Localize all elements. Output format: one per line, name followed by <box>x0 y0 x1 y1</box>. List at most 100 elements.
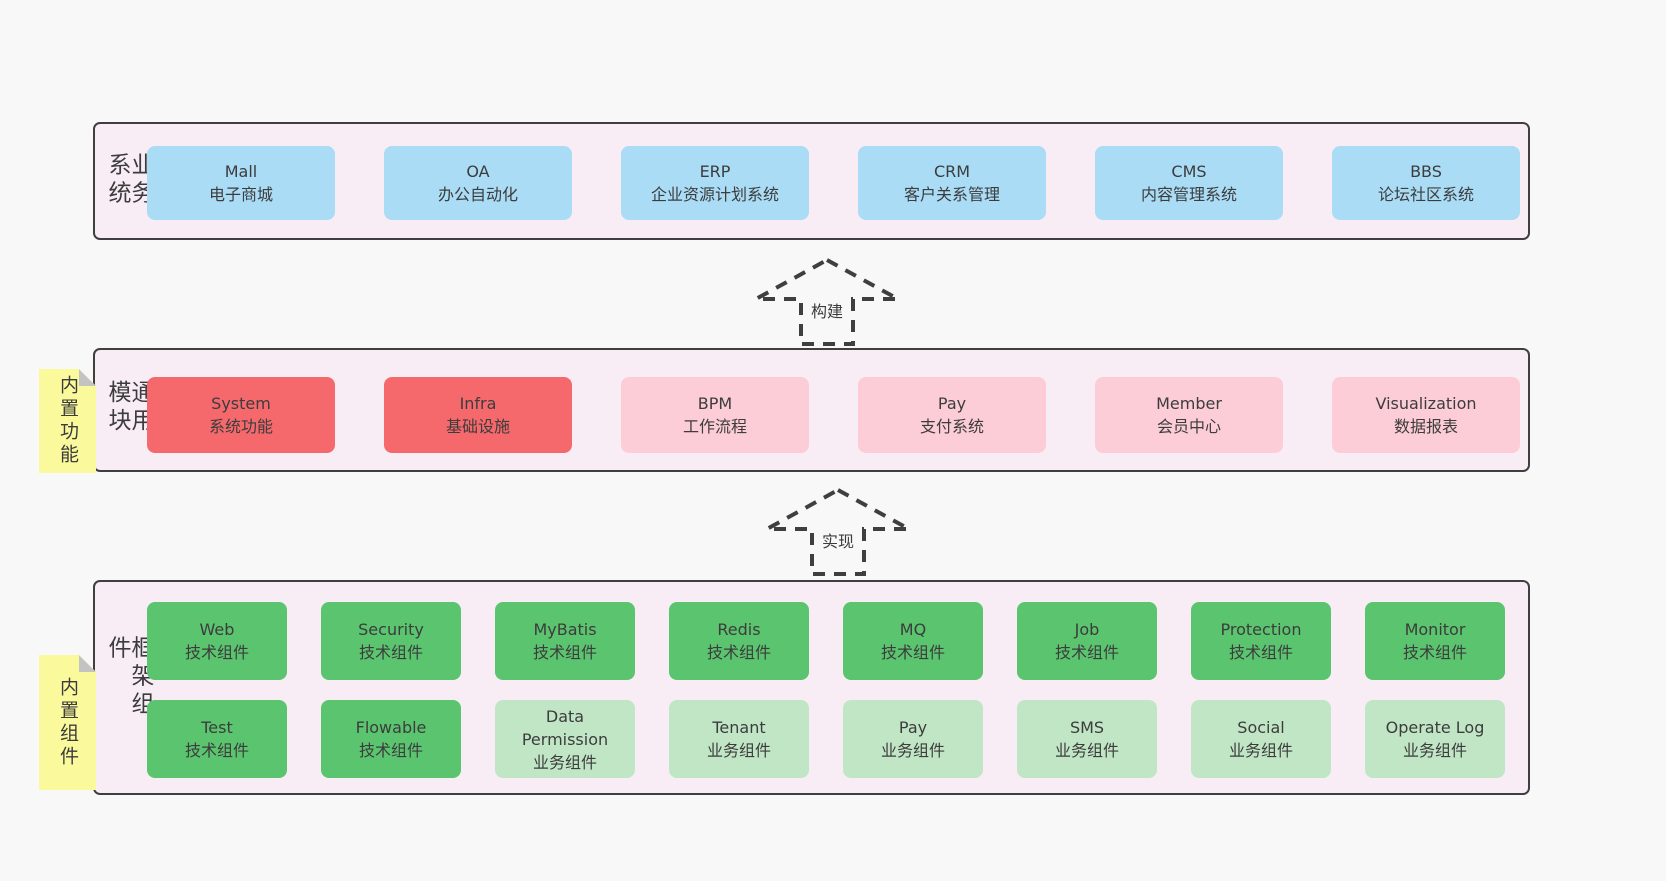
component-box: Security 技术组件 <box>321 602 461 680</box>
component-box-subtitle: 技术组件 <box>880 643 945 662</box>
module-box: Visualization 数据报表 <box>1332 377 1520 453</box>
system-box-subtitle: 办公自动化 <box>437 185 518 204</box>
module-box: BPM 工作流程 <box>621 377 809 453</box>
system-box: Mall 电子商城 <box>147 146 335 220</box>
system-box-subtitle: 企业资源计划系统 <box>650 185 779 204</box>
component-box: Operate Log 业务组件 <box>1365 700 1505 778</box>
component-box-title: Pay <box>898 718 928 737</box>
system-box-title: ERP <box>699 162 731 181</box>
component-box-subtitle: 技术组件 <box>184 741 249 760</box>
module-box-title: BPM <box>697 394 733 413</box>
common-modules-layer: 通用模块 System 系统功能 Infra 基础设施 BPM 工作流程 Pay… <box>93 348 1530 472</box>
component-box-subtitle: 技术组件 <box>358 741 423 760</box>
component-box-title: Web <box>199 620 235 639</box>
layer-label-modules: 通用模块 <box>104 380 153 436</box>
system-box-subtitle: 内容管理系统 <box>1140 185 1237 204</box>
system-box-subtitle: 电子商城 <box>208 185 273 204</box>
component-box: Test 技术组件 <box>147 700 287 778</box>
component-box-title: Tenant <box>712 718 766 737</box>
business-systems-layer: 业务系统 Mall 电子商城 OA 办公自动化 ERP 企业资源计划系统 CRM… <box>93 122 1530 240</box>
component-box-title: MQ <box>899 620 927 639</box>
component-box-title: SMS <box>1069 718 1105 737</box>
module-box: Pay 支付系统 <box>858 377 1046 453</box>
component-box-subtitle: 业务组件 <box>532 752 597 772</box>
system-box: CRM 客户关系管理 <box>858 146 1046 220</box>
built-in-components-label: 内置组件 <box>57 676 79 769</box>
module-box-title: Pay <box>937 394 967 413</box>
module-box-title: Visualization <box>1375 394 1477 413</box>
module-box: Infra 基础设施 <box>384 377 572 453</box>
component-box-title: Flowable <box>355 718 427 737</box>
framework-components-row-1: Web 技术组件 Security 技术组件 MyBatis 技术组件 Redi… <box>147 602 1505 680</box>
build-arrow-label: 构建 <box>807 298 847 322</box>
component-box: SMS 业务组件 <box>1017 700 1157 778</box>
framework-components-row-2: Test 技术组件 Flowable 技术组件 Data Permission … <box>147 700 1505 778</box>
system-box: BBS 论坛社区系统 <box>1332 146 1520 220</box>
system-box: OA 办公自动化 <box>384 146 572 220</box>
built-in-components-note: 内置组件 <box>39 655 96 790</box>
component-box: Monitor 技术组件 <box>1365 602 1505 680</box>
component-box-title: Test <box>201 718 233 737</box>
component-box: Data Permission 业务组件 <box>495 700 635 778</box>
system-box: ERP 企业资源计划系统 <box>621 146 809 220</box>
component-box-title: Redis <box>717 620 761 639</box>
component-box-subtitle: 技术组件 <box>1402 643 1467 662</box>
system-box-title: CRM <box>933 162 971 181</box>
component-box-subtitle: 业务组件 <box>880 741 945 760</box>
component-box-subtitle: 技术组件 <box>1228 643 1293 662</box>
component-box-subtitle: 技术组件 <box>358 643 423 662</box>
system-box-subtitle: 论坛社区系统 <box>1377 185 1474 204</box>
business-systems-row: Mall 电子商城 OA 办公自动化 ERP 企业资源计划系统 CRM 客户关系… <box>147 146 1520 220</box>
component-box-subtitle: 业务组件 <box>1228 741 1293 760</box>
component-box: Pay 业务组件 <box>843 700 983 778</box>
component-box-title: Social <box>1237 718 1285 737</box>
component-box: Flowable 技术组件 <box>321 700 461 778</box>
component-box-title: Operate Log <box>1385 718 1485 737</box>
component-box-subtitle: 业务组件 <box>706 741 771 760</box>
system-box-subtitle: 客户关系管理 <box>903 185 1000 204</box>
component-box-subtitle: 业务组件 <box>1402 741 1467 760</box>
common-modules-row: System 系统功能 Infra 基础设施 BPM 工作流程 Pay 支付系统… <box>147 377 1520 453</box>
component-box-title: Security <box>358 620 424 639</box>
system-box-title: OA <box>466 162 490 181</box>
component-box-subtitle: 技术组件 <box>706 643 771 662</box>
module-box-subtitle: 基础设施 <box>445 417 510 436</box>
component-box-title: Protection <box>1220 620 1302 639</box>
component-box-title: Monitor <box>1404 620 1466 639</box>
system-box-title: CMS <box>1171 162 1207 181</box>
up-arrow-icon <box>766 487 910 576</box>
built-in-functions-label: 内置功能 <box>57 375 79 467</box>
up-arrow-icon <box>755 257 899 346</box>
system-box-title: BBS <box>1410 162 1442 181</box>
component-box: Social 业务组件 <box>1191 700 1331 778</box>
component-box-subtitle: 技术组件 <box>532 643 597 662</box>
layer-label-business: 业务系统 <box>104 152 153 209</box>
built-in-functions-note: 内置功能 <box>39 369 96 473</box>
build-arrow: 构建 <box>752 256 902 348</box>
module-box-title: System <box>211 394 271 413</box>
module-box-title: Member <box>1156 394 1222 413</box>
framework-components-layer: 框架组件 Web 技术组件 Security 技术组件 MyBatis 技术组件… <box>93 580 1530 795</box>
layer-label-components: 框架组件 <box>104 634 153 719</box>
component-box: Protection 技术组件 <box>1191 602 1331 680</box>
component-box: Redis 技术组件 <box>669 602 809 680</box>
component-box-subtitle: 业务组件 <box>1054 741 1119 760</box>
component-box-subtitle: 技术组件 <box>184 643 249 662</box>
system-box-title: Mall <box>224 162 258 181</box>
module-box-title: Infra <box>459 394 497 413</box>
component-box: MyBatis 技术组件 <box>495 602 635 680</box>
module-box-subtitle: 数据报表 <box>1393 417 1458 436</box>
component-box-title: Data Permission <box>521 706 609 749</box>
component-box: Web 技术组件 <box>147 602 287 680</box>
module-box-subtitle: 会员中心 <box>1156 417 1221 436</box>
module-box-subtitle: 工作流程 <box>682 417 747 436</box>
module-box-subtitle: 支付系统 <box>919 417 984 436</box>
module-box: Member 会员中心 <box>1095 377 1283 453</box>
component-box-title: Job <box>1074 620 1100 639</box>
component-box-subtitle: 技术组件 <box>1054 643 1119 662</box>
implement-arrow-label: 实现 <box>818 528 858 552</box>
system-box: CMS 内容管理系统 <box>1095 146 1283 220</box>
component-box: Job 技术组件 <box>1017 602 1157 680</box>
component-box-title: MyBatis <box>533 620 597 639</box>
component-box: MQ 技术组件 <box>843 602 983 680</box>
